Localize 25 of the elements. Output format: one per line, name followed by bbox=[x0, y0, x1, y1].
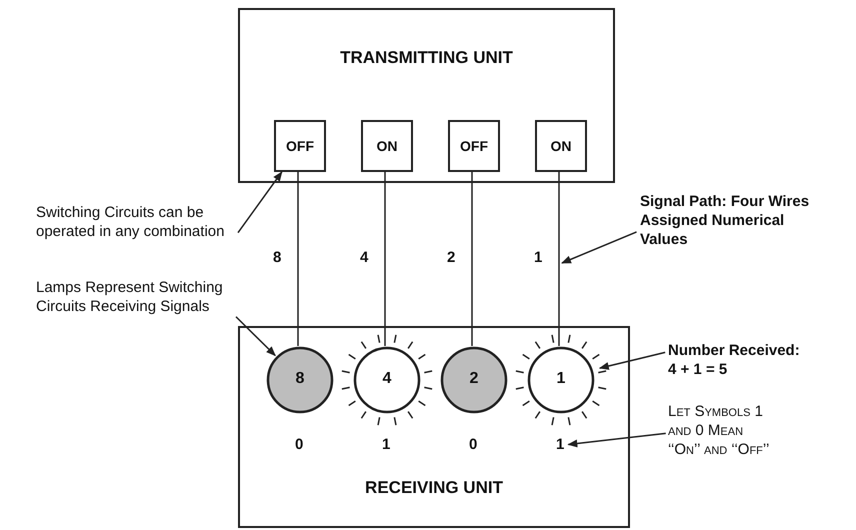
switch-box: OFF bbox=[448, 120, 500, 172]
annotation-text: Number Received: 4 + 1 = 5 bbox=[668, 341, 810, 379]
unit-title: TRANSMITTING UNIT bbox=[339, 48, 514, 68]
signal-wire bbox=[297, 172, 299, 346]
unit-box bbox=[238, 8, 615, 183]
switch-box: ON bbox=[535, 120, 587, 172]
annotation-text: Lamps Represent Switching Circuits Receiving Signals bbox=[36, 278, 236, 316]
lamp-number: 2 bbox=[468, 370, 480, 388]
annotation-text: Switching Circuits can be operated in any combination bbox=[36, 203, 236, 241]
annotation-text: Let Symbols 1 and 0 Mean ‘‘On’’ and ‘‘Off’’ bbox=[668, 402, 778, 459]
signal-wire bbox=[558, 172, 560, 346]
unit-box bbox=[238, 326, 630, 528]
switch-box: ON bbox=[361, 120, 413, 172]
lamp-number: 4 bbox=[382, 370, 392, 388]
lamp-number: 1 bbox=[556, 370, 566, 388]
leader-line bbox=[237, 171, 282, 234]
signal-wire bbox=[384, 172, 386, 346]
leader-line bbox=[598, 352, 666, 370]
unit-title: RECEIVING UNIT bbox=[364, 478, 504, 498]
leader-line bbox=[567, 432, 666, 448]
leader-line bbox=[561, 231, 637, 264]
lamp-number: 8 bbox=[294, 370, 306, 388]
annotation-text: Signal Path: Four Wires Assigned Numerical Values bbox=[640, 192, 812, 249]
signal-wire bbox=[471, 172, 473, 346]
switch-box: OFF bbox=[274, 120, 326, 172]
